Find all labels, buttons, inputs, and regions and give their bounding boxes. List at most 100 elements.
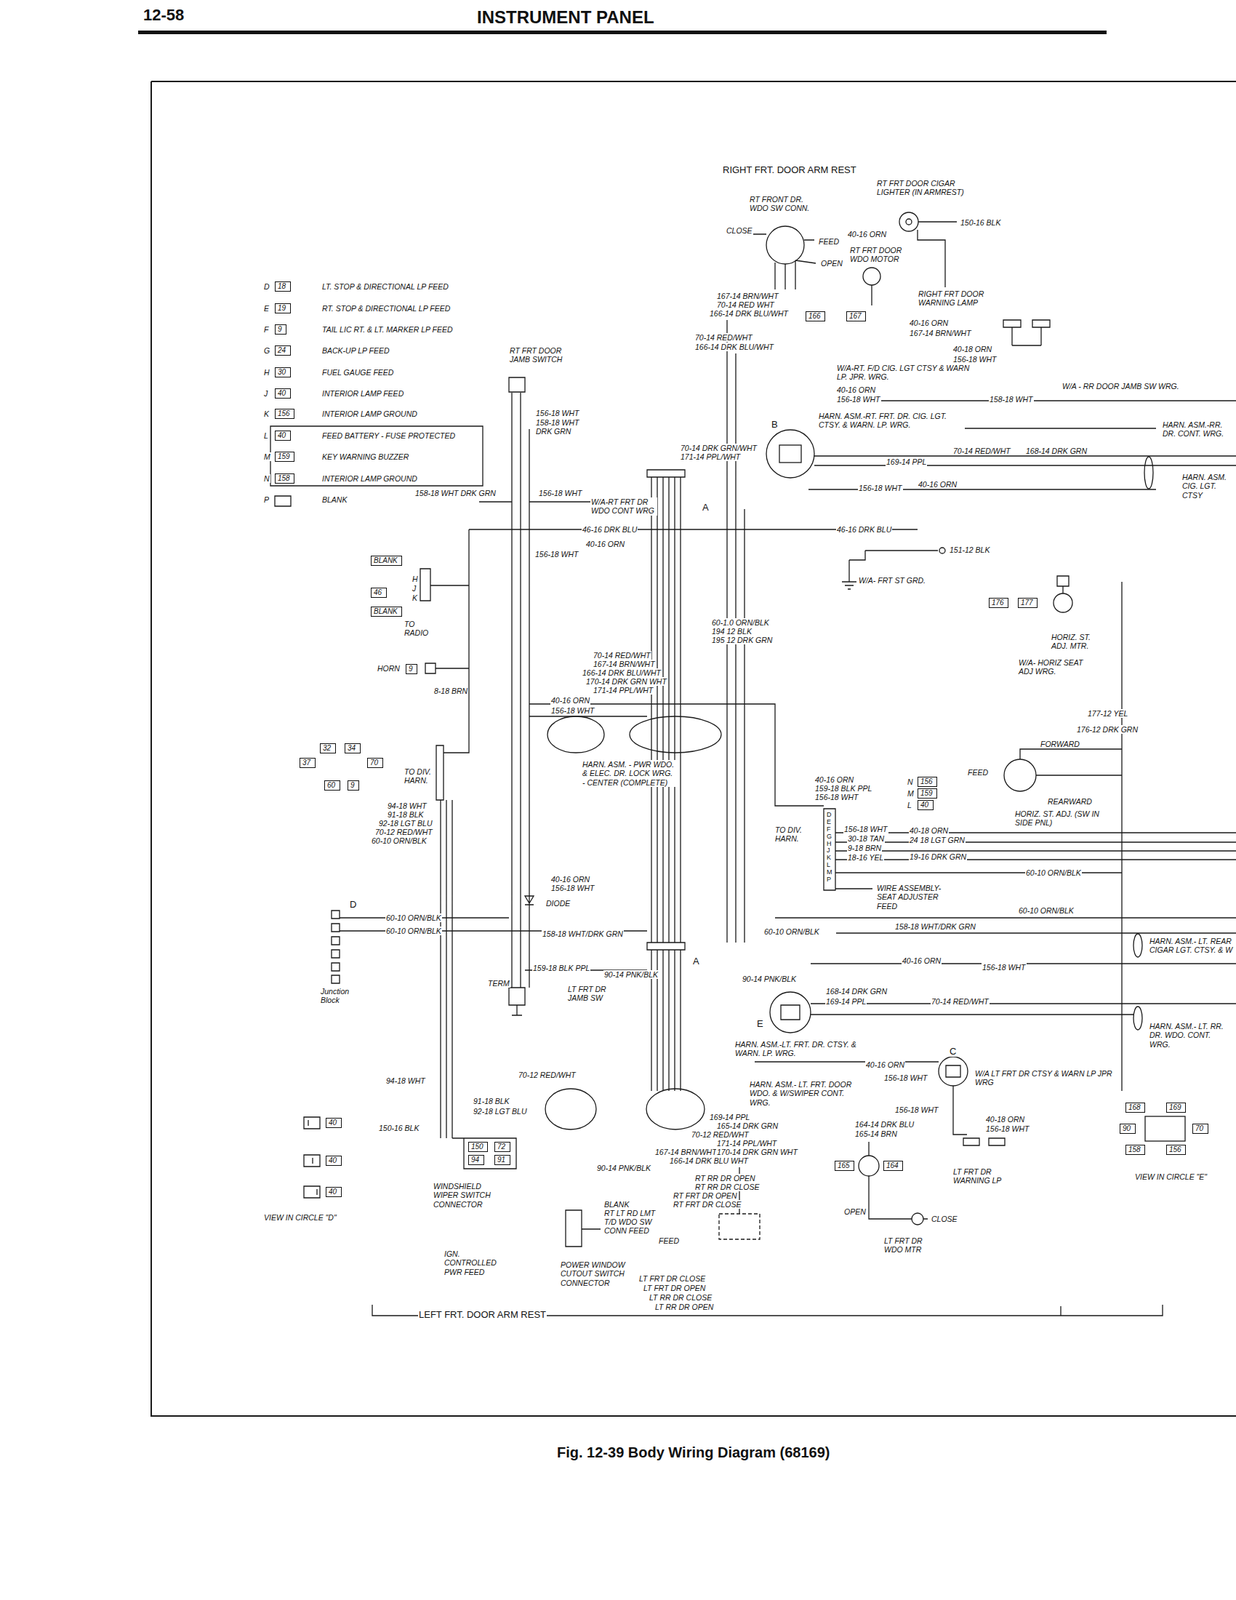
wire-label: 156-18 WHT	[843, 824, 889, 834]
wire-label: C	[948, 1045, 957, 1057]
wire-label: 167-14 BRN/WHT	[592, 659, 656, 669]
cavity-number-box: 19	[274, 303, 291, 314]
cavity-number-box: 158	[1125, 1144, 1146, 1155]
wire-label: RT. STOP & DIRECTIONAL LP FEED	[321, 303, 451, 313]
wire-label: 60-10 ORN/BLK	[370, 836, 428, 845]
wire-label: HORN	[376, 663, 401, 673]
wire-label: 164-14 DRK BLU	[854, 1119, 915, 1129]
cavity-number-box: 159	[917, 788, 938, 799]
wire-label: 46-16 DRK BLU	[581, 524, 638, 534]
cavity-number-box: BLANK	[370, 555, 403, 566]
wire-label: HORIZ. ST. ADJ. MTR.	[1050, 632, 1103, 651]
wire-label: 90-14 PNK/BLK	[596, 1163, 652, 1173]
wire-label: W/A - RR DOOR JAMB SW WRG.	[1061, 381, 1181, 391]
wire-label: 70-12 RED/WHT	[517, 1070, 577, 1079]
wire-label: 156-18 WHT	[985, 1124, 1031, 1133]
lt-window-motor	[858, 1155, 880, 1176]
wire-label: HARN. ASM. CIG. LGT. CTSY	[1181, 472, 1234, 500]
wire-label: P	[263, 495, 270, 504]
junction-block	[331, 910, 648, 1015]
cavity-number: 9	[277, 324, 283, 333]
wire-label: 158-18 WHT/DRK GRN	[894, 921, 977, 931]
wire-label: E	[756, 1017, 765, 1029]
wire-label: 70-12 RED/WHT	[690, 1129, 750, 1139]
wire-label: CLOSE	[725, 226, 754, 235]
wire-label: 90-14 PNK/BLK	[603, 969, 659, 979]
cavity-number: 9	[350, 780, 355, 789]
wire-label: 40-16 ORN	[901, 956, 942, 965]
cavity-number-box: 176	[988, 597, 1009, 608]
cavity-number-box: 70	[1192, 1123, 1209, 1134]
right-door-wires	[753, 221, 1236, 490]
cavity-number: 40	[328, 1118, 337, 1127]
wire-label: 168-14 DRK GRN	[1025, 446, 1088, 456]
wire-label: 40-16 ORN	[908, 318, 949, 328]
wire-label: 40-16 ORN	[836, 385, 877, 395]
cavity-number-box: 70	[367, 757, 384, 768]
cavity-number: 34	[347, 743, 356, 752]
wire-label: N	[263, 474, 271, 483]
wire-label: 92-18 LGT BLU	[472, 1106, 528, 1116]
wire-label: 158-18 WHT DRK GRN	[535, 418, 588, 437]
wire-label: W/A-RT. F/D CIG. LGT CTSY & WARN LP. JPR…	[836, 363, 976, 382]
wire-label: 60-10 ORN/BLK	[763, 927, 821, 936]
cavity-number: 166	[808, 311, 821, 320]
wire-label: 165-14 BRN	[854, 1129, 898, 1138]
wire-label: 60-10 ORN/BLK	[1025, 868, 1082, 877]
cavity-number: 32	[322, 743, 331, 752]
cavity-number-box: 166	[805, 311, 826, 322]
wire-label: 40-18 ORN	[985, 1114, 1026, 1124]
wire-label: 156-18 WHT	[981, 962, 1027, 972]
wire-label: H	[411, 574, 419, 584]
cavity-number-box: 40	[325, 1117, 342, 1128]
wire-label: 18-16 YEL	[847, 852, 885, 862]
wire-label: TERM	[487, 978, 511, 988]
wire-label: HARN. ASM.- LT. REAR CIGAR LGT. CTSY. & …	[1148, 936, 1234, 955]
cavity-number: 169	[1169, 1102, 1182, 1111]
wire-label: E	[263, 303, 270, 313]
wire-label: W/A- FRT ST GRD.	[857, 575, 927, 585]
cavity-letters: DEFGHJKLMP	[826, 811, 834, 884]
seat-switch	[1004, 759, 1037, 792]
wire-label: HARN. ASM.-LT. FRT. DR. CTSY. & WARN. LP…	[734, 1039, 860, 1058]
wire-label: 158-18 WHT	[988, 394, 1034, 404]
wire-label: 92-18 LGT BLU	[378, 818, 434, 828]
cavity-number: 40	[277, 431, 286, 440]
wire-label: W/A-RT FRT DR WDO CONT WRG	[590, 497, 658, 516]
cavity-number-box: 167	[846, 311, 866, 322]
wire-label: 177-12 YEL	[1086, 708, 1129, 718]
wire-label: BLANK	[321, 495, 348, 504]
wire-label: 40-16 ORN	[550, 695, 591, 705]
cavity-number: BLANK	[373, 607, 398, 616]
right-lower-wires	[303, 963, 1236, 1316]
window-switch	[766, 226, 805, 264]
wire-label: RT FRT DOOR CIGAR LIGHTER (IN ARMREST)	[876, 178, 973, 198]
wire-label: RT RR DR OPEN	[694, 1173, 757, 1183]
wire-label: D	[348, 898, 357, 910]
wire-label: 70-14 DRK GRN/WHT	[679, 443, 758, 453]
wire-label: 166-14 DRK BLU/WHT	[694, 342, 775, 352]
wire-label: 91-18 BLK	[386, 809, 425, 819]
wire-label: LT FRT DR WDO MTR	[883, 1236, 929, 1255]
cavity-number-box: 156	[917, 776, 938, 787]
wire-label: 166-14 DRK BLU WHT	[668, 1156, 749, 1165]
cavity-number: 167	[849, 311, 862, 320]
harness-loop	[1133, 933, 1143, 957]
wire-label: CONN FEED	[603, 1225, 650, 1235]
cavity-number: 158	[277, 474, 291, 483]
cavity-number-box: 94	[468, 1154, 485, 1165]
wire-label: 70-14 RED/WHT	[930, 996, 990, 1006]
wire-label: D	[263, 282, 271, 291]
wire-label: FEED BATTERY - FUSE PROTECTED	[321, 431, 456, 440]
wire-label: RIGHT FRT DOOR WARNING LAMP	[917, 289, 999, 308]
cavity-number-box: 156	[1166, 1144, 1186, 1155]
wire-label: 165-14 DRK GRN	[716, 1121, 779, 1130]
header-rule	[138, 30, 1107, 35]
wire-label: 156-18 WHT	[534, 549, 580, 559]
wire-label: 167-14 BRN/WHT	[654, 1147, 718, 1157]
wire-label: LT RR DR OPEN	[654, 1302, 714, 1311]
wire-label: 30-18 TAN	[847, 833, 885, 843]
wire-label: G	[263, 346, 271, 355]
wire-label: 169-14 PPL	[885, 457, 927, 467]
wire-label: RT LT RD LMT	[603, 1208, 656, 1218]
